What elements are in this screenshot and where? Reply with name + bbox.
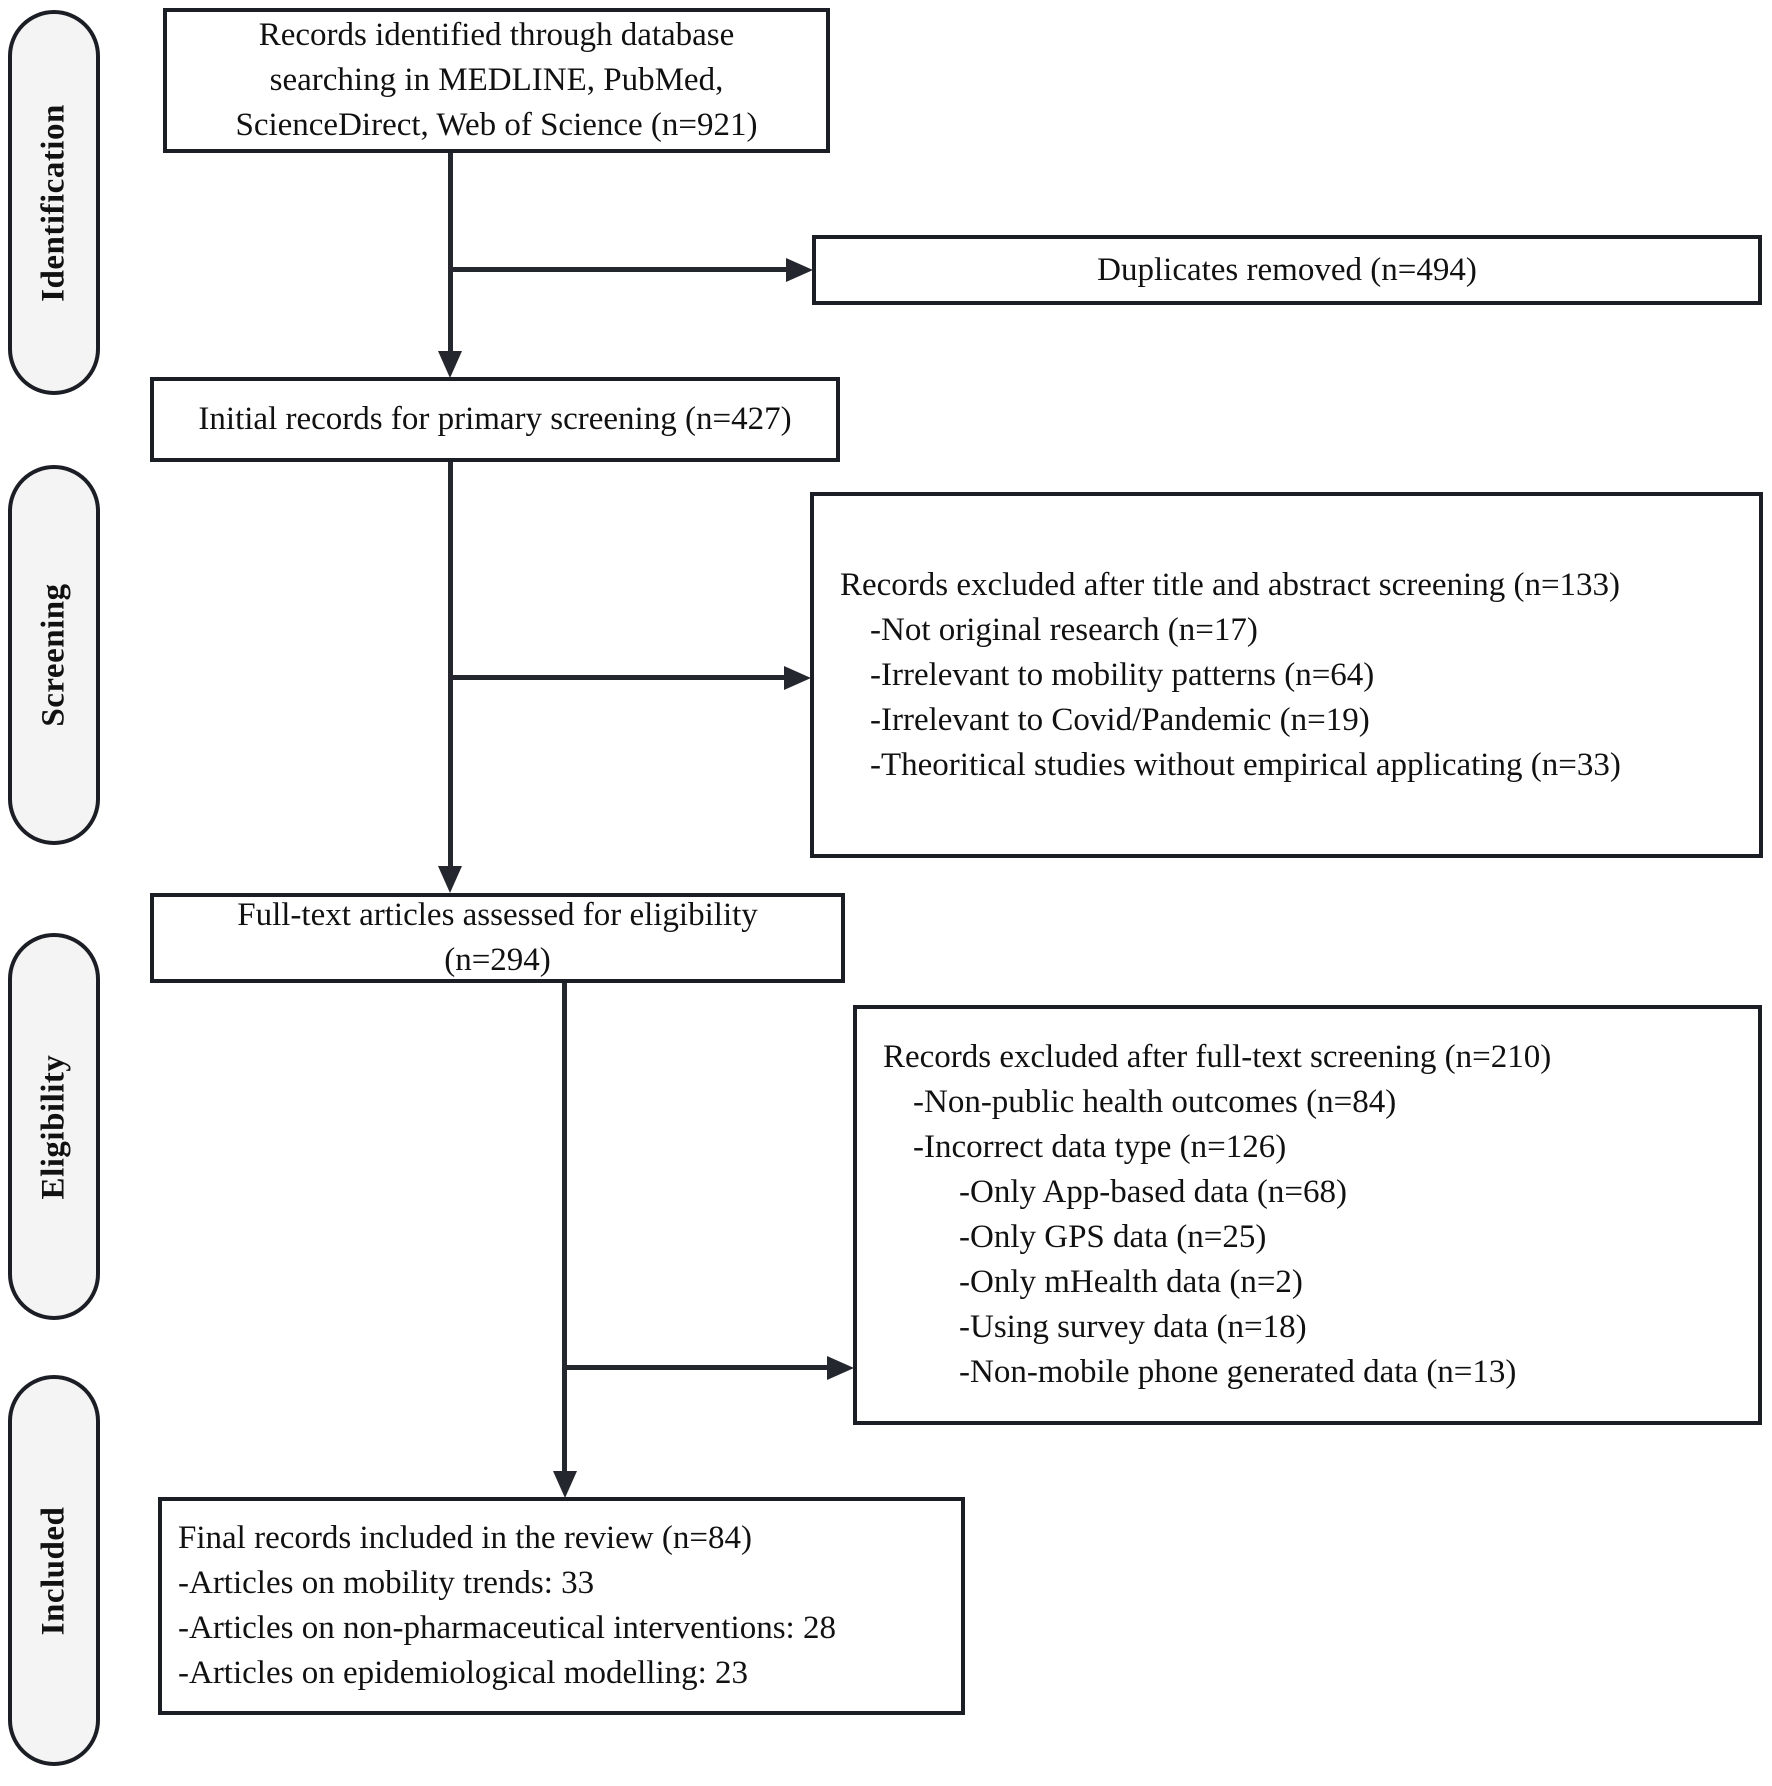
arrowhead-to-duplicates-icon [786, 258, 813, 282]
stage-eligibility-label: Eligibility [35, 1054, 72, 1199]
box-records-identified: Records identified through database sear… [163, 8, 830, 153]
fulltext-excluded-item: -Non-mobile phone generated data (n=13) [959, 1354, 1517, 1390]
stage-included-label: Included [35, 1506, 72, 1635]
stage-eligibility: Eligibility [8, 933, 100, 1320]
box-final-included-title: Final records included in the review (n=… [178, 1520, 752, 1556]
connector-screening-excluded-horizontal [450, 675, 785, 680]
fulltext-excluded-list: -Non-public health outcomes (n=84) -Inco… [883, 1080, 1551, 1395]
screening-excluded-item: -Irrelevant to mobility patterns (n=64) [870, 656, 1375, 693]
fulltext-excluded-item: -Only GPS data (n=25) [959, 1219, 1267, 1255]
box-fulltext-assessed-text: Full-text articles assessed for eligibil… [237, 897, 758, 978]
box-final-included: Final records included in the review (n=… [158, 1497, 965, 1715]
box-fulltext-excluded-title: Records excluded after full-text screeni… [883, 1039, 1552, 1075]
box-records-identified-text: Records identified through database sear… [235, 17, 758, 143]
final-included-item: -Articles on non-pharmaceutical interven… [178, 1610, 836, 1646]
stage-identification-label: Identification [35, 103, 72, 302]
arrowhead-to-final-icon [553, 1471, 577, 1498]
connector-fulltext-excluded-horizontal [565, 1365, 828, 1370]
arrowhead-to-fulltext-icon [438, 866, 462, 893]
box-screening-excluded: Records excluded after title and abstrac… [810, 492, 1763, 858]
arrowhead-to-initial-records-icon [438, 351, 462, 378]
connector-identification-vertical [448, 153, 453, 353]
box-duplicates-removed-text: Duplicates removed (n=494) [1097, 251, 1477, 288]
connector-included-vertical [562, 983, 567, 1473]
arrowhead-to-fulltext-excluded-icon [827, 1356, 854, 1380]
final-included-item: -Articles on epidemiological modelling: … [178, 1655, 749, 1691]
stage-included: Included [8, 1375, 100, 1766]
final-included-item: -Articles on mobility trends: 33 [178, 1565, 595, 1601]
connector-screening-vertical [448, 462, 453, 868]
box-screening-excluded-title: Records excluded after title and abstrac… [840, 566, 1621, 603]
screening-excluded-item: -Irrelevant to Covid/Pandemic (n=19) [870, 701, 1370, 738]
stage-screening-label: Screening [35, 583, 72, 727]
stage-identification: Identification [8, 10, 100, 395]
screening-excluded-item: -Not original research (n=17) [870, 611, 1258, 648]
screening-excluded-item: -Theoritical studies without empirical a… [870, 746, 1621, 783]
connector-duplicates-horizontal [450, 267, 787, 272]
stage-screening: Screening [8, 465, 100, 845]
final-included-list: -Articles on mobility trends: 33 -Articl… [178, 1561, 836, 1696]
fulltext-excluded-item: -Only mHealth data (n=2) [959, 1264, 1303, 1300]
fulltext-excluded-item: -Non-public health outcomes (n=84) [913, 1084, 1397, 1120]
fulltext-excluded-item: -Only App-based data (n=68) [959, 1174, 1347, 1210]
arrowhead-to-screening-excluded-icon [784, 666, 811, 690]
box-duplicates-removed: Duplicates removed (n=494) [812, 235, 1762, 305]
fulltext-excluded-item: -Incorrect data type (n=126) [913, 1129, 1287, 1165]
box-initial-records-text: Initial records for primary screening (n… [198, 401, 792, 437]
box-fulltext-excluded: Records excluded after full-text screeni… [853, 1005, 1762, 1425]
box-fulltext-assessed: Full-text articles assessed for eligibil… [150, 893, 845, 983]
screening-excluded-list: -Not original research (n=17) -Irrelevan… [840, 608, 1621, 788]
fulltext-excluded-item: -Using survey data (n=18) [959, 1309, 1307, 1345]
box-initial-records: Initial records for primary screening (n… [150, 377, 840, 462]
